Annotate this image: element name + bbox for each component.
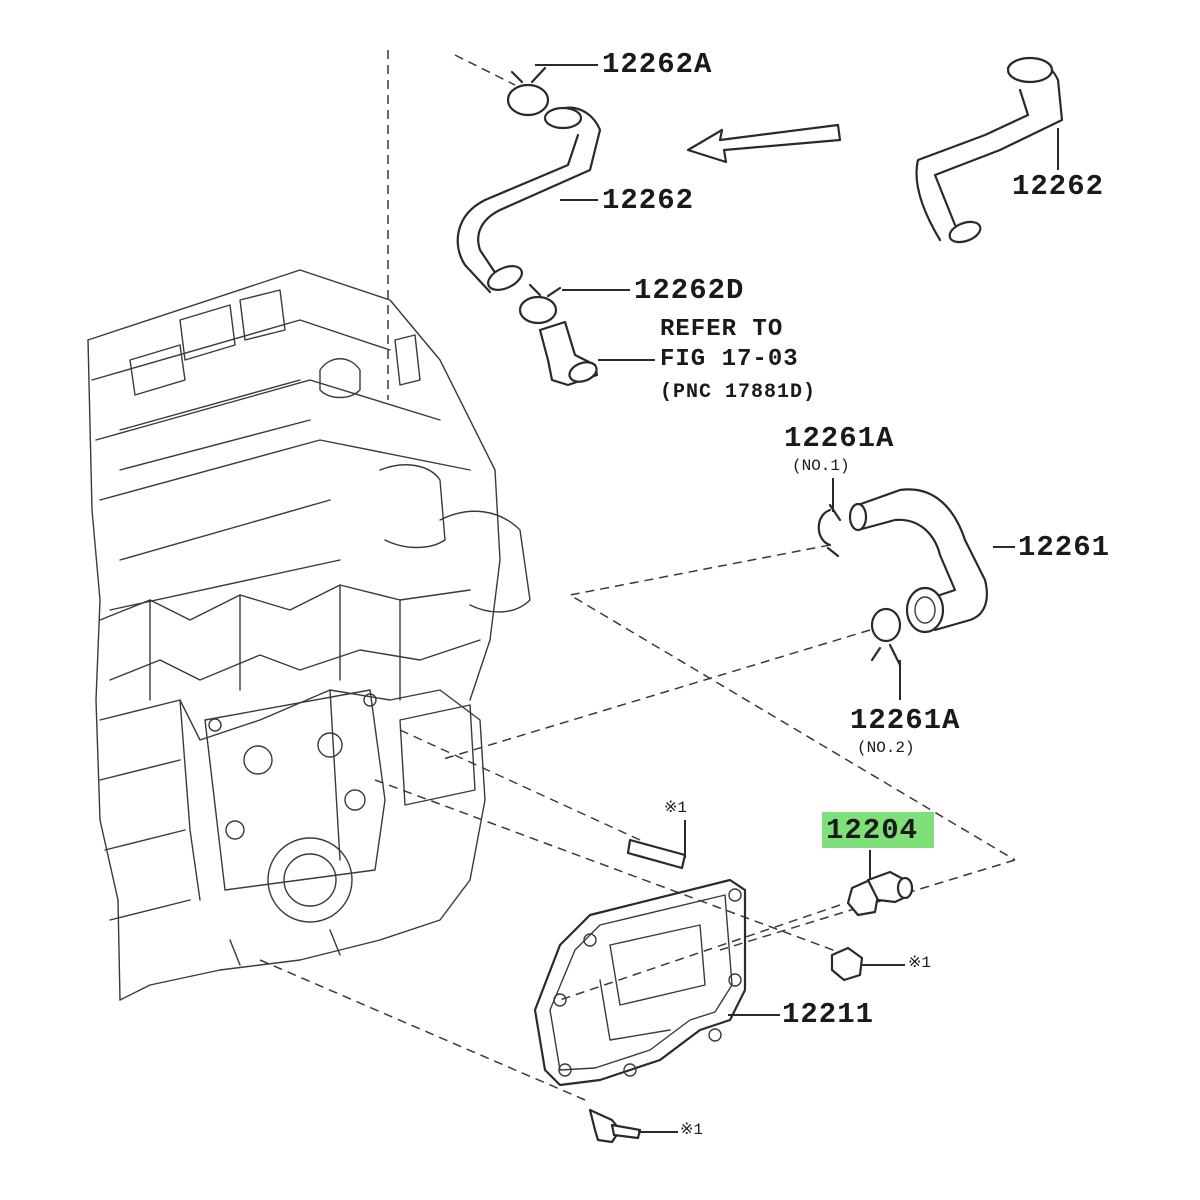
highlight-12204 [822,812,934,848]
clip-12261a-no2 [870,607,902,667]
label-12262d: 12262D [634,274,745,307]
label-12204: 12204 [826,814,919,847]
label-12262-left: 12262 [602,184,695,217]
label-12261a-no2: 12261A [850,704,961,737]
cover-plate-12211 [533,878,747,1087]
hose-12262-right [915,56,1064,244]
hose-12261 [848,488,988,634]
refer-line-1: REFER TO [660,316,784,343]
flow-arrow [686,123,842,164]
pcv-fitting [538,320,599,387]
clip-12262d [518,283,562,325]
stud-bolt [626,838,687,870]
label-12261a-no2-sub: (NO.2) [857,739,915,757]
note-stud: ※1 [664,799,688,817]
refer-line-2: FIG 17-03 [660,346,799,373]
refer-line-3: (PNC 17881D) [660,381,817,404]
clip-12262a [506,66,550,117]
label-12211: 12211 [782,998,875,1031]
clip-12261a-no1 [817,503,842,558]
label-12262-right: 12262 [1012,170,1105,203]
label-12261a-no1: 12261A [784,422,895,455]
hose-12262-left [456,106,602,294]
label-12261: 12261 [1018,531,1111,564]
ventilation-valve-12204 [846,870,914,917]
label-12261a-no1-sub: (NO.1) [792,457,850,475]
flange-nut [830,946,864,982]
engine-block [87,269,531,1001]
label-12262a: 12262A [602,48,713,81]
bottom-bolt [588,1108,642,1144]
leader-lines [535,64,1059,1133]
note-bolt: ※1 [680,1121,704,1139]
note-nut: ※1 [908,954,932,972]
